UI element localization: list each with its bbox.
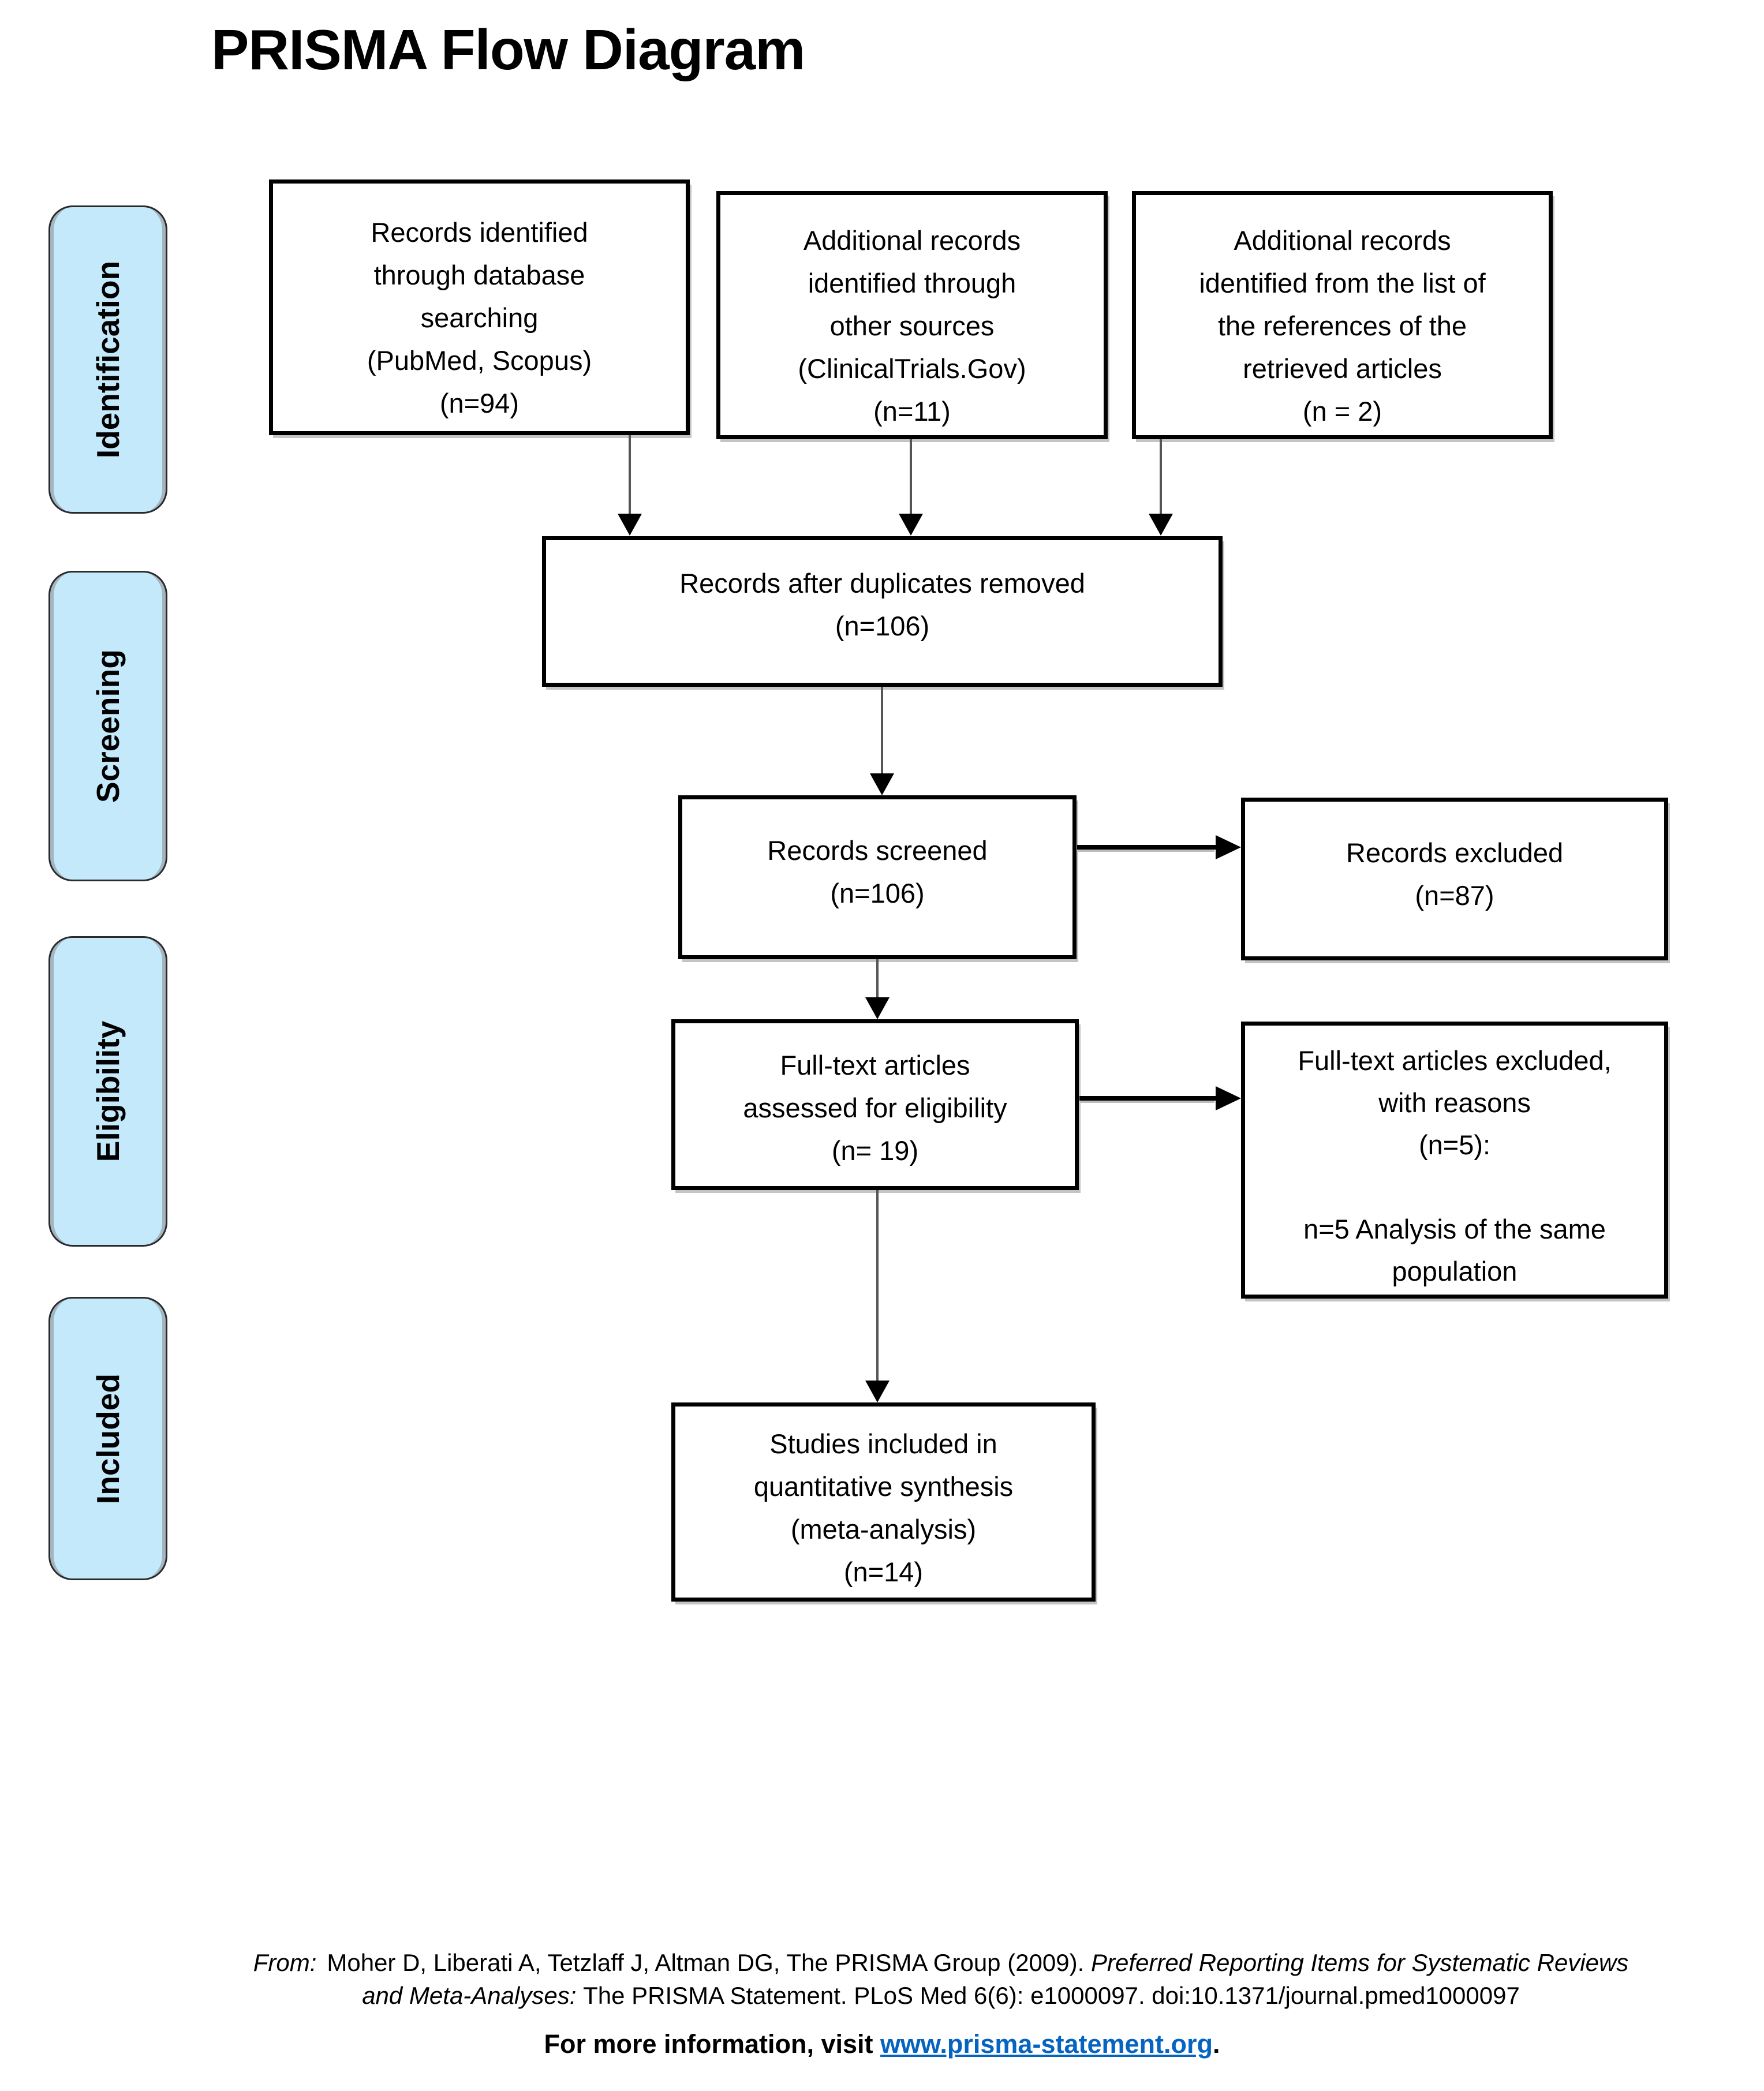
text-line: (n=5): xyxy=(1418,1129,1491,1160)
text-line: Additional records xyxy=(803,225,1021,256)
text-line: (n=106) xyxy=(830,878,925,908)
citation-title-part-2: and Meta-Analyses: xyxy=(362,1982,584,2009)
text-line: (ClinicalTrials.Gov) xyxy=(798,353,1026,384)
connector-line xyxy=(881,687,883,775)
text-line: (n=14) xyxy=(843,1557,924,1587)
box-records-excluded: Records excluded (n=87) xyxy=(1241,798,1668,960)
arrow-down-icon xyxy=(865,997,890,1019)
stage-screening: Screening xyxy=(48,571,167,881)
box-additional-records-other-sources: Additional records identified through ot… xyxy=(716,191,1108,439)
box-records-identified-database: Records identified through database sear… xyxy=(269,179,690,435)
text-line: (meta-analysis) xyxy=(790,1514,977,1544)
box-additional-records-references: Additional records identified from the l… xyxy=(1132,191,1553,439)
text-line: the references of the xyxy=(1217,311,1467,341)
text-line: Records identified xyxy=(371,217,588,248)
arrow-down-icon xyxy=(870,773,894,795)
stage-eligibility-label: Eligibility xyxy=(90,1020,126,1162)
text-line: Records after duplicates removed xyxy=(679,568,1085,599)
connector-line xyxy=(910,439,912,514)
citation-title-part-1: Preferred Reporting Items for Systematic… xyxy=(1090,1949,1629,1976)
stage-screening-label: Screening xyxy=(90,649,126,803)
stage-included: Included xyxy=(48,1297,167,1580)
arrow-right-icon xyxy=(1216,835,1241,859)
text-line: Full-text articles xyxy=(780,1050,970,1080)
connector-line xyxy=(876,959,879,997)
text-line: (n=87) xyxy=(1415,880,1494,911)
text-line: Additional records xyxy=(1234,225,1451,256)
page-title: PRISMA Flow Diagram xyxy=(211,18,805,81)
text-line: Records screened xyxy=(767,835,988,866)
more-info-suffix: . xyxy=(1213,2029,1220,2059)
stage-included-label: Included xyxy=(90,1373,126,1504)
text-line: n=5 Analysis of the same xyxy=(1303,1214,1606,1244)
box-studies-included: Studies included in quantitative synthes… xyxy=(671,1402,1096,1602)
citation-line-1: From: Moher D, Liberati A, Tetzlaff J, Al… xyxy=(202,1946,1680,1979)
text-line xyxy=(1245,1166,1664,1208)
arrow-down-icon xyxy=(618,514,642,536)
stage-eligibility: Eligibility xyxy=(48,936,167,1247)
connector-line xyxy=(876,1190,879,1381)
text-line: Records excluded xyxy=(1346,837,1564,868)
connector-line xyxy=(1079,1096,1216,1101)
connector-line xyxy=(629,435,631,514)
more-info-prefix: For more information, visit xyxy=(544,2029,881,2059)
text-line: (n=11) xyxy=(873,396,951,427)
citation-from-label: From: xyxy=(253,1949,317,1976)
box-fulltext-excluded: Full-text articles excluded, with reason… xyxy=(1241,1022,1668,1299)
connector-line xyxy=(1160,439,1162,514)
citation-rest: The PRISMA Statement. PLoS Med 6(6): e10… xyxy=(583,1982,1520,2009)
text-line: identified from the list of xyxy=(1199,268,1486,298)
more-info-line: For more information, visit www.prisma-s… xyxy=(0,2029,1764,2059)
arrow-right-icon xyxy=(1216,1086,1241,1110)
text-line: (PubMed, Scopus) xyxy=(367,345,592,376)
stage-identification: Identification xyxy=(48,205,167,514)
text-line: assessed for eligibility xyxy=(743,1093,1007,1123)
text-line: Full-text articles excluded, xyxy=(1298,1045,1612,1076)
stage-identification-label: Identification xyxy=(90,260,126,459)
text-line: (n = 2) xyxy=(1302,396,1382,427)
text-line: other sources xyxy=(829,311,995,341)
box-records-after-duplicates: Records after duplicates removed (n=106) xyxy=(542,536,1223,687)
box-records-screened: Records screened (n=106) xyxy=(678,795,1077,959)
arrow-down-icon xyxy=(865,1381,890,1402)
citation-authors: Moher D, Liberati A, Tetzlaff J, Altman … xyxy=(327,1949,1091,1976)
citation: From: Moher D, Liberati A, Tetzlaff J, Al… xyxy=(202,1946,1680,2012)
text-line: (n=106) xyxy=(835,611,930,641)
text-line: searching xyxy=(420,302,539,333)
text-line: retrieved articles xyxy=(1243,353,1442,384)
citation-line-2: and Meta-Analyses: The PRISMA Statement.… xyxy=(202,1979,1680,2012)
text-line: with reasons xyxy=(1378,1087,1531,1118)
connector-line xyxy=(1077,845,1216,850)
text-line: population xyxy=(1392,1256,1518,1286)
text-line: through database xyxy=(373,260,585,290)
arrow-down-icon xyxy=(1149,514,1173,536)
prisma-statement-link[interactable]: www.prisma-statement.org xyxy=(880,2029,1213,2059)
text-line: identified through xyxy=(808,268,1016,298)
text-line: Studies included in xyxy=(769,1428,997,1459)
text-line: quantitative synthesis xyxy=(753,1471,1014,1502)
box-fulltext-assessed: Full-text articles assessed for eligibil… xyxy=(671,1019,1079,1190)
text-line: (n=94) xyxy=(439,388,520,418)
arrow-down-icon xyxy=(899,514,923,536)
text-line: (n= 19) xyxy=(831,1135,919,1166)
